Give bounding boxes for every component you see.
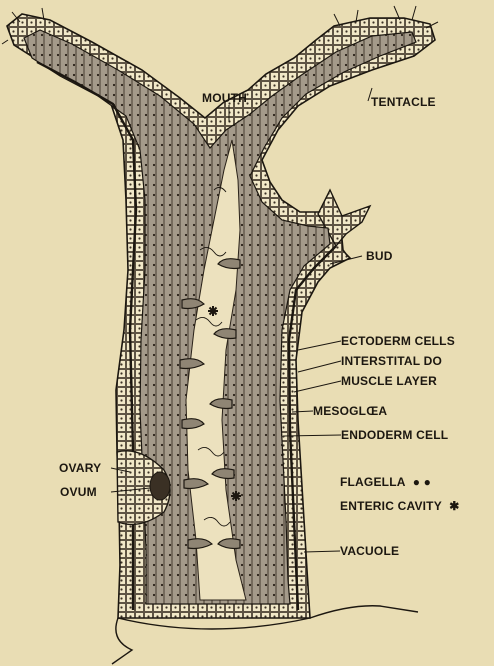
label-flagella: FLAGELLA ● ● <box>340 476 431 488</box>
label-muscle-layer: MUSCLE LAYER <box>341 375 437 387</box>
label-mesoglea: MESOGLŒA <box>313 405 387 417</box>
flagella-dots-icon: ● ● <box>413 475 431 489</box>
label-ovum: OVUM <box>60 486 97 498</box>
label-mouth: MOUTH <box>202 92 247 104</box>
label-interstitial: INTERSTITAL DO <box>341 355 442 367</box>
label-vacuole: VACUOLE <box>340 545 399 557</box>
label-ovary: OVARY <box>59 462 101 474</box>
ovum <box>150 472 170 500</box>
label-bud: BUD <box>366 250 393 262</box>
label-tentacle: TENTACLE <box>371 96 436 108</box>
label-enteric-cavity: ENTERIC CAVITY ✱ <box>340 500 460 512</box>
flagella-text: FLAGELLA <box>340 475 405 489</box>
enteric-cavity-text: ENTERIC CAVITY <box>340 499 442 513</box>
label-ectoderm-cells: ECTODERM CELLS <box>341 335 455 347</box>
enteric-star-icon: ✱ <box>449 499 459 513</box>
label-endoderm-cell: ENDODERM CELL <box>341 429 448 441</box>
